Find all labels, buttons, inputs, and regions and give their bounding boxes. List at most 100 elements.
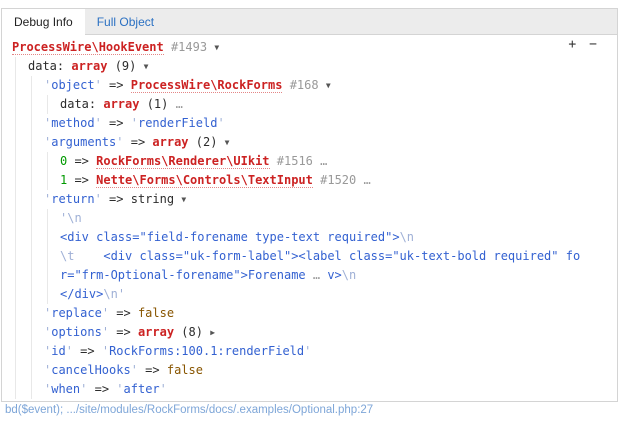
- indent-guide: [15, 152, 16, 171]
- string-value: after: [123, 382, 160, 396]
- class-name[interactable]: Nette\Forms\Controls\TextInput: [96, 173, 313, 188]
- ellipsis: …: [320, 154, 328, 168]
- indent-guide: [47, 152, 48, 171]
- text: [270, 154, 277, 168]
- text: (8): [174, 325, 211, 339]
- quote: ': [304, 344, 312, 358]
- toggle-expanded-icon[interactable]: ▼: [224, 138, 230, 147]
- string-value: RockForms:100.1:renderField: [109, 344, 305, 358]
- tab-full-object[interactable]: Full Object: [96, 15, 155, 29]
- string-value: <div class="uk-form-label"><label class=…: [74, 249, 581, 263]
- class-name[interactable]: ProcessWire\RockForms: [130, 78, 283, 93]
- quote: ': [94, 78, 102, 92]
- dump-line: 'replace' => false: [2, 304, 617, 323]
- array-keyword: array: [71, 59, 108, 73]
- string-value: options: [51, 325, 102, 339]
- text: (2): [188, 135, 225, 149]
- quote: ': [101, 344, 110, 358]
- object-hash: #168: [289, 78, 319, 92]
- array-keyword: array: [152, 135, 189, 149]
- escape-char: \t: [60, 249, 75, 263]
- toggle-collapsed-icon[interactable]: ▶: [210, 328, 216, 337]
- text: =>: [101, 192, 131, 206]
- class-name[interactable]: RockForms\Renderer\UIkit: [96, 154, 270, 169]
- indent-guide: [31, 304, 32, 323]
- string-value: <div class="field-forename type-text req…: [60, 230, 400, 244]
- quote: ': [44, 78, 52, 92]
- quote: ': [44, 192, 52, 206]
- text: =>: [123, 135, 153, 149]
- indent-guide: [15, 361, 16, 380]
- toggle-expanded-icon[interactable]: ▼: [325, 81, 331, 90]
- indent-guide: [15, 76, 16, 95]
- quote: ': [217, 116, 225, 130]
- indent-guide: [31, 209, 32, 228]
- tab-debug-info[interactable]: Debug Info: [2, 9, 85, 35]
- indent-guide: [15, 266, 16, 285]
- indent-guide: [31, 76, 32, 95]
- indent-guide: [31, 342, 32, 361]
- dump-location: bd($event); .../site/modules/RockForms/d…: [5, 404, 374, 416]
- expand-all-button[interactable]: +: [568, 37, 577, 52]
- indent-guide: [15, 133, 16, 152]
- indent-guide: [15, 247, 16, 266]
- indent-guide: [47, 228, 48, 247]
- toggle-expanded-icon[interactable]: ▼: [143, 62, 149, 71]
- collapse-all-button[interactable]: −: [589, 37, 597, 52]
- object-dump-tree: ProcessWire\HookEvent #1493 ▼data: array…: [2, 38, 617, 399]
- indent-guide: [31, 152, 32, 171]
- class-name[interactable]: ProcessWire\HookEvent: [12, 40, 164, 55]
- text: (9): [107, 59, 144, 73]
- indent-guide: [31, 323, 32, 342]
- escape-char: \n: [67, 211, 82, 225]
- string-value: r="frm-Optional-forename">Forename: [60, 268, 313, 282]
- indent-guide: [47, 95, 48, 114]
- dump-line: 'options' => array (8) ▶: [2, 323, 617, 342]
- quote: ': [80, 382, 88, 396]
- text: =>: [137, 363, 167, 377]
- dump-line: 'return' => string ▼: [2, 190, 617, 209]
- indent-guide: [15, 190, 16, 209]
- quote: ': [101, 306, 110, 320]
- text: =>: [101, 78, 131, 92]
- text: =>: [109, 306, 138, 320]
- indent-guide: [31, 266, 32, 285]
- dump-line: \t <div class="uk-form-label"><label cla…: [2, 247, 617, 266]
- text: data:: [28, 59, 72, 73]
- quote: ': [44, 116, 52, 130]
- quote: ': [101, 325, 110, 339]
- quote: ': [44, 306, 52, 320]
- indent-guide: [15, 114, 16, 133]
- quote: ': [159, 382, 167, 396]
- indent-guide: [15, 380, 16, 399]
- toggle-expanded-icon[interactable]: ▼: [181, 195, 187, 204]
- text: [282, 78, 289, 92]
- dump-line: </div>\n': [2, 285, 617, 304]
- text: string: [130, 192, 182, 206]
- ellipsis: …: [175, 97, 183, 111]
- text: =>: [67, 173, 97, 187]
- indent-guide: [15, 228, 16, 247]
- indent-guide: [31, 171, 32, 190]
- bool-value: false: [137, 306, 175, 320]
- text: =>: [87, 382, 117, 396]
- indent-guide: [31, 95, 32, 114]
- dump-line: 'when' => 'after': [2, 380, 617, 399]
- string-value: when: [51, 382, 81, 396]
- indent-guide: [15, 57, 16, 76]
- dump-line: data: array (9) ▼: [2, 57, 617, 76]
- string-value: v>: [320, 268, 342, 282]
- quote: ': [117, 287, 126, 301]
- quote: ': [116, 382, 124, 396]
- indent-guide: [15, 171, 16, 190]
- string-value: replace: [51, 306, 102, 320]
- indent-guide: [15, 209, 16, 228]
- toggle-expanded-icon[interactable]: ▼: [214, 43, 220, 52]
- dump-line: 'method' => 'renderField': [2, 114, 617, 133]
- escape-char: \n: [399, 230, 415, 244]
- text: =>: [67, 154, 97, 168]
- quote: ': [44, 344, 52, 358]
- array-keyword: array: [137, 325, 175, 339]
- quote: ': [44, 363, 52, 377]
- indent-guide: [31, 228, 32, 247]
